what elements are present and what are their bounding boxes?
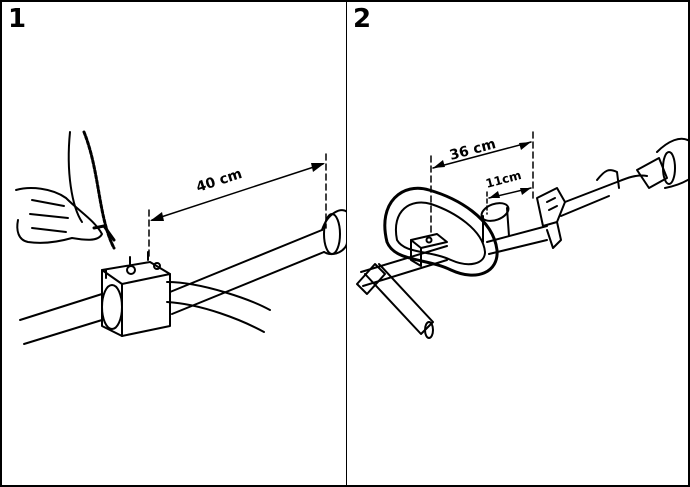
dimension-label: 11cm (484, 168, 523, 191)
dimension-arrow (433, 160, 445, 168)
dimension-label: 40 cm (194, 166, 244, 196)
dimension-label: 36 cm (448, 136, 498, 164)
dimension-arrow (311, 163, 325, 172)
shaft-tube (19, 293, 103, 345)
engine-housing (636, 157, 668, 189)
lower-grip (364, 263, 434, 335)
dimension-arrow (489, 191, 500, 198)
dimension-arrow (520, 188, 531, 195)
dimension-arrow (519, 142, 531, 150)
hand (15, 187, 103, 244)
shaft-tube-right (169, 229, 325, 315)
dimension-arrow (150, 212, 164, 221)
clamp-block (410, 233, 448, 249)
step-number: 1 (8, 4, 27, 34)
hex-key (92, 224, 116, 242)
dimension-line (151, 163, 324, 221)
loop-handle (383, 186, 499, 277)
control-cable (82, 130, 116, 250)
barrier-ring (480, 202, 510, 222)
handle-bar (166, 281, 271, 333)
throttle-handle (536, 187, 566, 227)
step-number: 2 (353, 4, 372, 34)
panel-1-illustration: 40 cm (15, 130, 346, 345)
panel-2-illustration: 36 cm 11cm (356, 131, 688, 339)
dimension-line (432, 141, 532, 169)
panel-step-1: 1 (0, 0, 347, 487)
panel-step-2: 2 (346, 0, 690, 487)
